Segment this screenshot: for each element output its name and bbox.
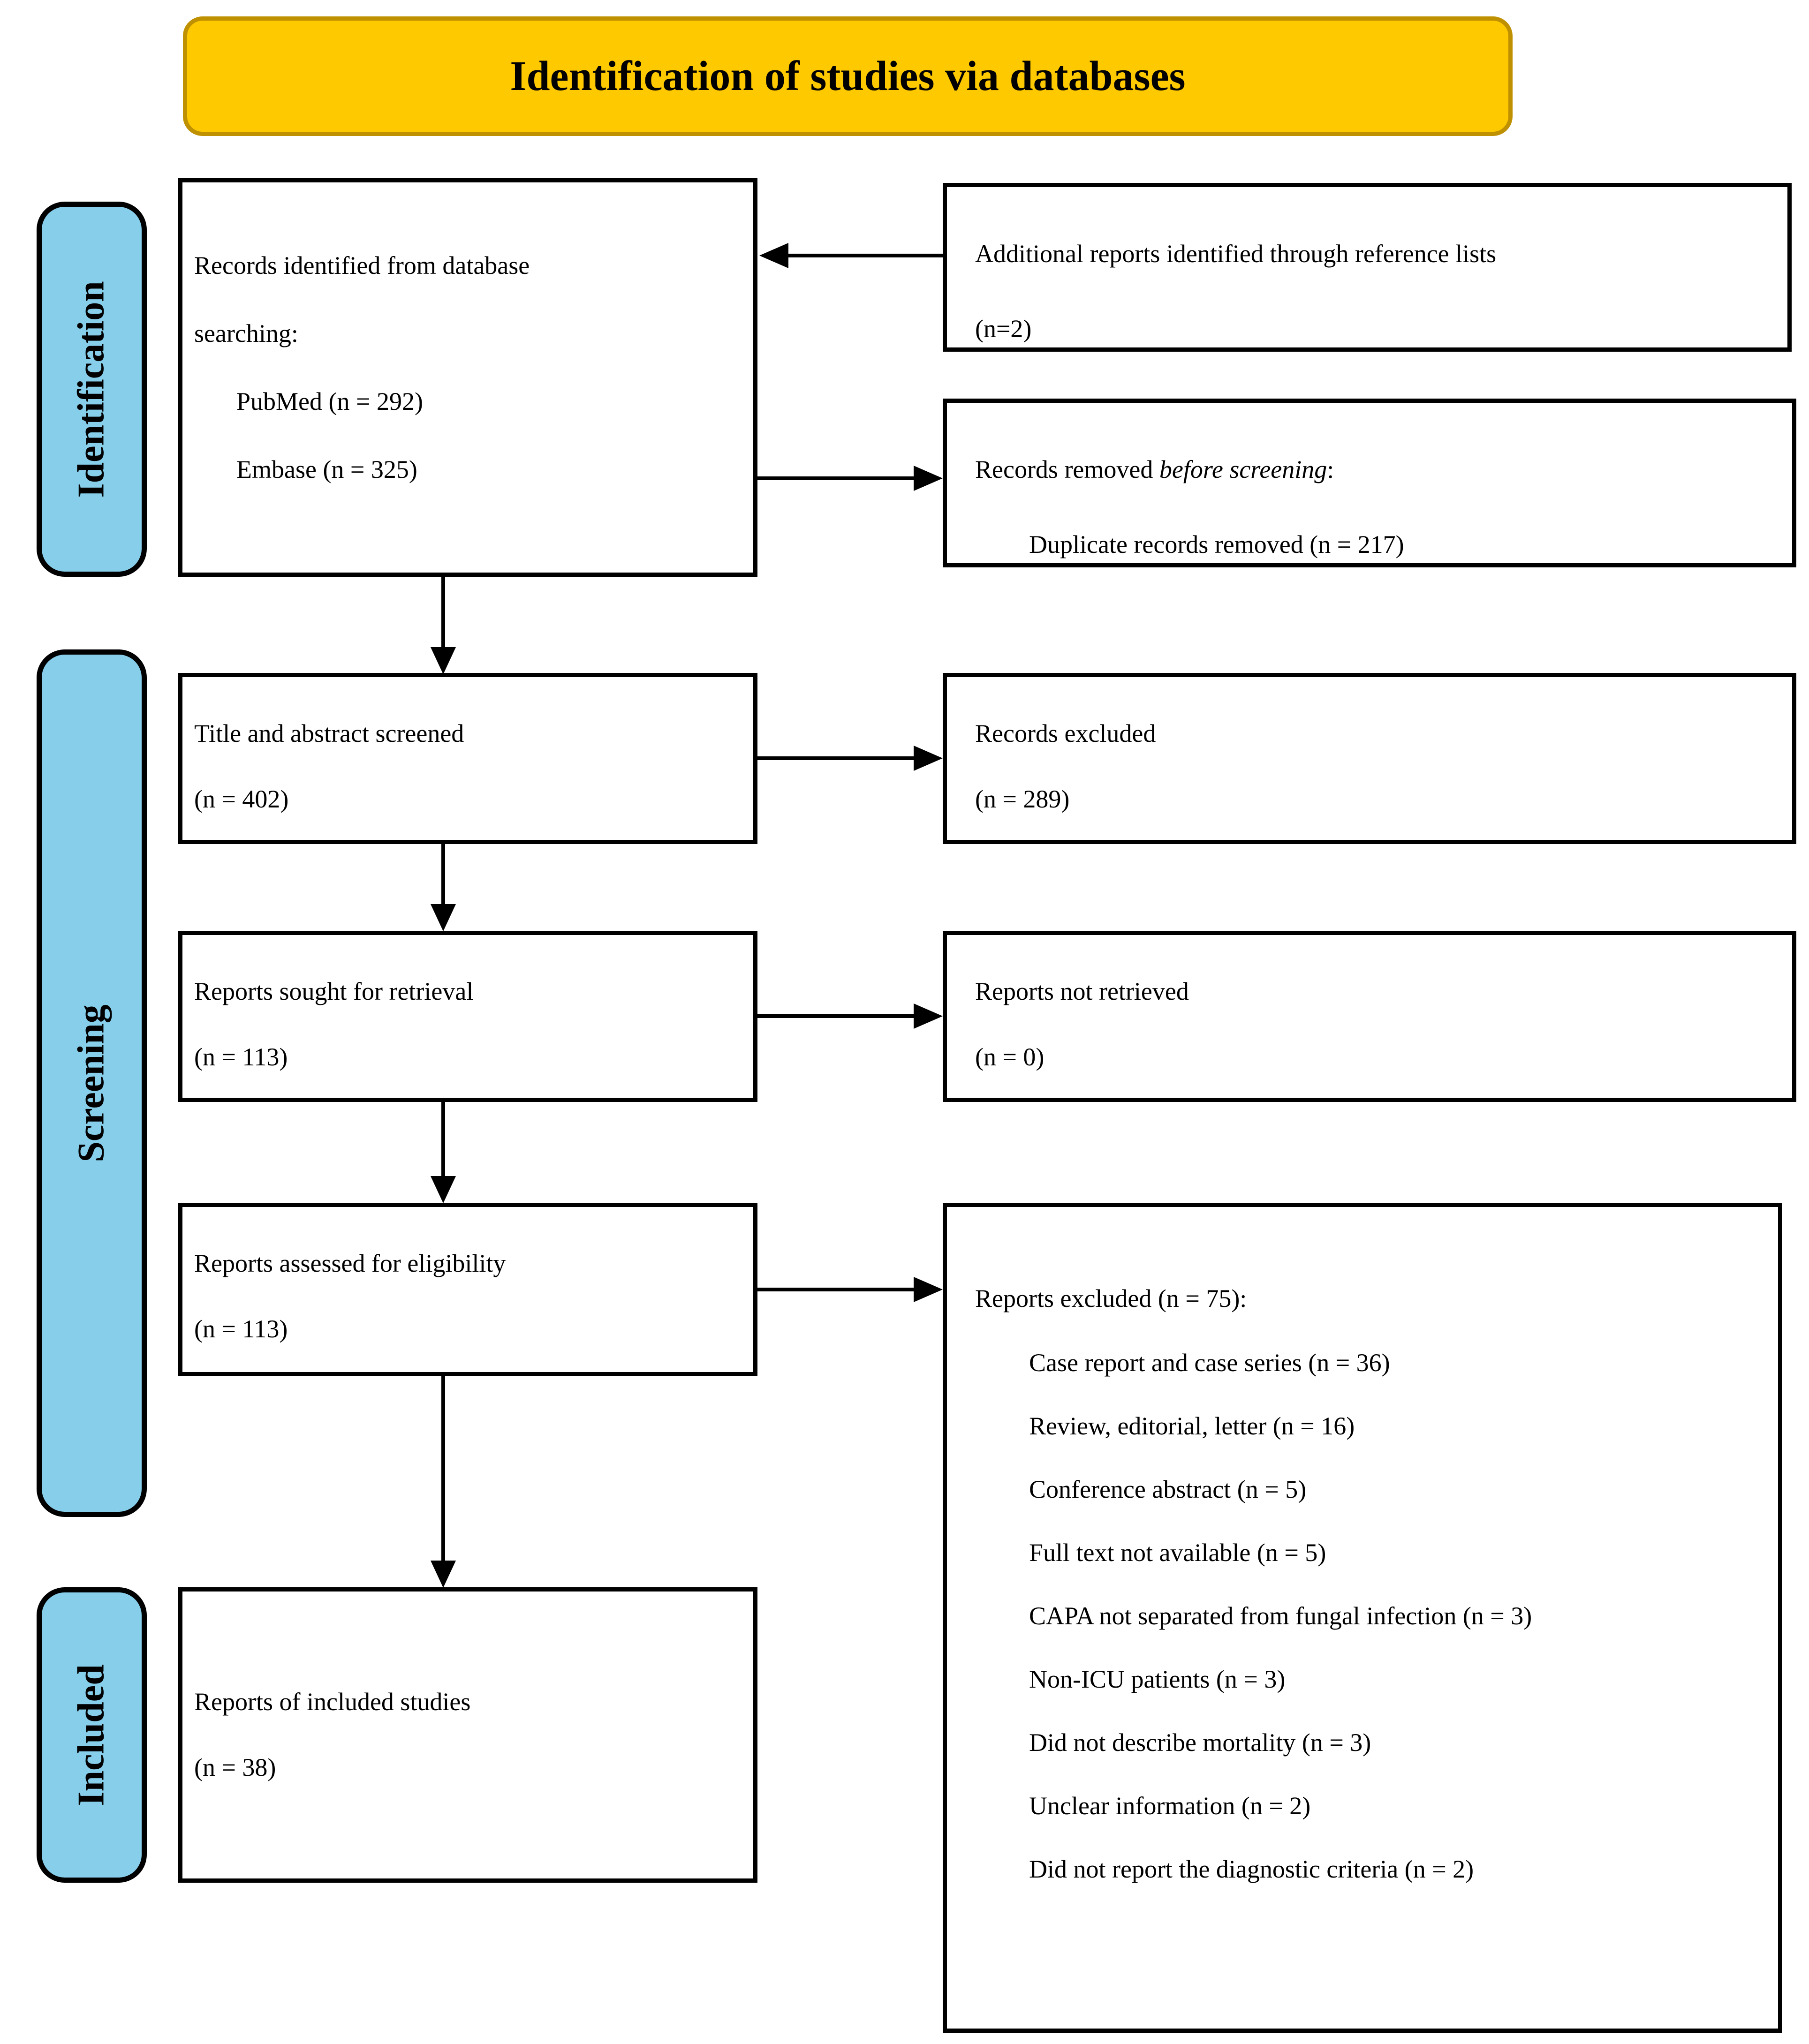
additional-reports-line1: Additional reports identified through re… (975, 240, 1497, 268)
excluded-item: Full text not available (n = 5) (1029, 1539, 1326, 1567)
records-removed-prefix: Records removed (975, 455, 1159, 483)
reports-assessed-line2: (n = 113) (194, 1315, 288, 1343)
arrow-screened-to-sought-line (441, 844, 445, 905)
records-excluded-line1: Records excluded (975, 719, 1156, 747)
box-records-identified: Records identified from database searchi… (178, 178, 757, 577)
box-reports-assessed: Reports assessed for eligibility (n = 11… (178, 1203, 757, 1376)
arrow-screened-to-sought-head (431, 904, 456, 931)
records-removed-line1: Records removed before screening: (975, 432, 1787, 507)
box-reports-not-retrieved: Reports not retrieved (n = 0) (943, 931, 1796, 1102)
title-abstract-line2: (n = 402) (194, 785, 289, 813)
stage-label-screening-text: Screening (71, 1004, 113, 1162)
arrow-assessed-to-excluded-line (757, 1288, 914, 1291)
included-studies-line2: (n = 38) (194, 1753, 276, 1781)
arrow-assessed-to-included-line (441, 1376, 445, 1561)
box-records-excluded: Records excluded (n = 289) (943, 673, 1796, 844)
arrow-identified-to-screened-head (431, 647, 456, 674)
excluded-item: Conference abstract (n = 5) (1029, 1475, 1307, 1503)
records-removed-suffix: : (1327, 455, 1334, 483)
reports-sought-line1: Reports sought for retrieval (194, 977, 474, 1005)
arrow-additional-to-identified-line (787, 254, 943, 257)
reports-assessed-line1: Reports assessed for eligibility (194, 1249, 506, 1277)
arrow-identified-to-screened-line (441, 577, 445, 648)
records-removed-duplicates: Duplicate records removed (n = 217) (1029, 530, 1404, 558)
excluded-item: Case report and case series (n = 36) (1029, 1349, 1390, 1377)
records-identified-embase: Embase (n = 325) (236, 455, 417, 483)
excluded-item: Did not describe mortality (n = 3) (1029, 1728, 1371, 1757)
stage-label-identification: Identification (37, 202, 147, 577)
box-included-studies: Reports of included studies (n = 38) (178, 1587, 757, 1883)
excluded-item: CAPA not separated from fungal infection… (1029, 1602, 1532, 1630)
excluded-item: Non-ICU patients (n = 3) (1029, 1665, 1286, 1693)
arrow-sought-to-assessed-head (431, 1176, 456, 1203)
records-identified-pubmed: PubMed (n = 292) (236, 387, 423, 415)
arrow-screened-to-excluded-line (757, 756, 914, 760)
box-records-removed: Records removed before screening: Duplic… (943, 399, 1796, 567)
excluded-item: Unclear information (n = 2) (1029, 1792, 1311, 1820)
records-identified-line2: searching: (194, 319, 298, 347)
box-reports-sought: Reports sought for retrieval (n = 113) (178, 931, 757, 1102)
arrow-additional-to-identified-head (759, 243, 788, 268)
box-title-abstract-screened: Title and abstract screened (n = 402) (178, 673, 757, 844)
excluded-item: Did not report the diagnostic criteria (… (1029, 1855, 1474, 1883)
reports-sought-line2: (n = 113) (194, 1043, 288, 1071)
included-studies-line1: Reports of included studies (194, 1688, 471, 1716)
excluded-item: Review, editorial, letter (n = 16) (1029, 1412, 1355, 1440)
box-additional-reports: Additional reports identified through re… (943, 183, 1792, 352)
reports-excluded-full-header: Reports excluded (n = 75): (975, 1284, 1247, 1312)
title-abstract-line1: Title and abstract screened (194, 719, 464, 747)
reports-not-retrieved-line2: (n = 0) (975, 1043, 1045, 1071)
stage-label-included-text: Included (71, 1664, 112, 1806)
arrow-assessed-to-included-head (431, 1561, 456, 1588)
box-reports-excluded-full: Reports excluded (n = 75): Case report a… (943, 1203, 1782, 2033)
diagram-title: Identification of studies via databases (510, 53, 1186, 99)
title-banner: Identification of studies via databases (183, 16, 1513, 136)
stage-label-identification-text: Identification (71, 280, 113, 498)
arrow-identified-to-removed-head (914, 466, 943, 491)
arrow-identified-to-removed-line (757, 476, 914, 480)
arrow-screened-to-excluded-head (914, 746, 943, 771)
reports-not-retrieved-line1: Reports not retrieved (975, 977, 1189, 1005)
records-identified-line1: Records identified from database (194, 251, 530, 279)
arrow-sought-to-notretrieved-line (757, 1014, 914, 1018)
records-removed-italic: before screening (1159, 455, 1327, 483)
additional-reports-line2: (n=2) (975, 315, 1032, 343)
records-excluded-line2: (n = 289) (975, 785, 1070, 813)
arrow-sought-to-notretrieved-head (914, 1003, 943, 1029)
stage-label-included: Included (37, 1587, 147, 1883)
stage-label-screening: Screening (37, 649, 147, 1517)
arrow-sought-to-assessed-line (441, 1102, 445, 1177)
arrow-assessed-to-excluded-head (914, 1277, 943, 1302)
